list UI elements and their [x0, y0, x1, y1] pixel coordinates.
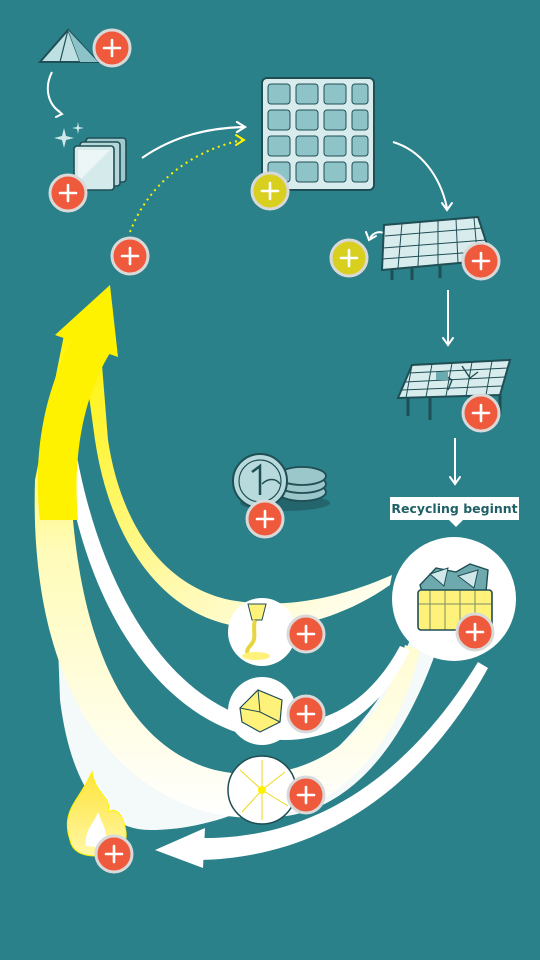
recycling-start-label: Recycling beginnt	[390, 497, 519, 520]
arrow-head	[235, 134, 246, 146]
arrow-head	[365, 231, 377, 242]
recovered-silver-icon	[228, 598, 296, 666]
arrow-head	[449, 476, 461, 486]
arrow-dotted-recycled-to-cell	[129, 139, 243, 233]
arrow-head	[441, 202, 453, 212]
silicon-wafer-stack-icon	[73, 137, 127, 191]
hotspot-recovered-glass[interactable]	[286, 775, 326, 815]
hotspot-solar-panel[interactable]	[461, 241, 501, 281]
arrow-head	[54, 107, 64, 118]
arrow-head	[442, 337, 454, 347]
arrow-sand-to-wafer	[46, 71, 61, 113]
quartz-sand-icon	[37, 28, 101, 63]
hotspot-silicon-wafers[interactable]	[48, 173, 88, 213]
hotspot-recovered-aluminium[interactable]	[286, 694, 326, 734]
solar-cell-icon	[261, 77, 375, 191]
recovered-aluminium-icon	[228, 677, 296, 745]
hotspot-recovered-silver[interactable]	[286, 614, 326, 654]
hotspot-coins-cost[interactable]	[245, 499, 285, 539]
flow-band-main-yellow	[37, 300, 116, 520]
sparkle-icon	[54, 122, 84, 148]
flow-band-to-incineration	[200, 662, 488, 860]
arrow-head	[235, 120, 248, 134]
hotspot-broken-panel[interactable]	[461, 393, 501, 433]
hotspot-wafer-to-cell[interactable]	[110, 236, 150, 276]
coins-icon	[232, 453, 330, 511]
hotspot-recycling-container[interactable]	[455, 612, 495, 652]
recovered-glass-icon	[227, 755, 297, 825]
hotspot-installation[interactable]	[329, 238, 369, 278]
flow-band-silver	[82, 340, 392, 629]
label-pointer	[449, 520, 463, 527]
hotspot-solar-cell[interactable]	[250, 171, 290, 211]
hotspot-quartz-sand[interactable]	[92, 28, 132, 68]
broken-solar-panel-icon	[396, 358, 512, 420]
flow-arrowhead-white	[155, 828, 205, 868]
arrow-cell-to-panel	[392, 141, 448, 209]
flow-band-glass	[62, 425, 410, 741]
recycling-container-icon	[392, 537, 516, 661]
arrow-wafer-to-cell	[141, 125, 244, 159]
hotspot-incineration[interactable]	[94, 834, 134, 874]
